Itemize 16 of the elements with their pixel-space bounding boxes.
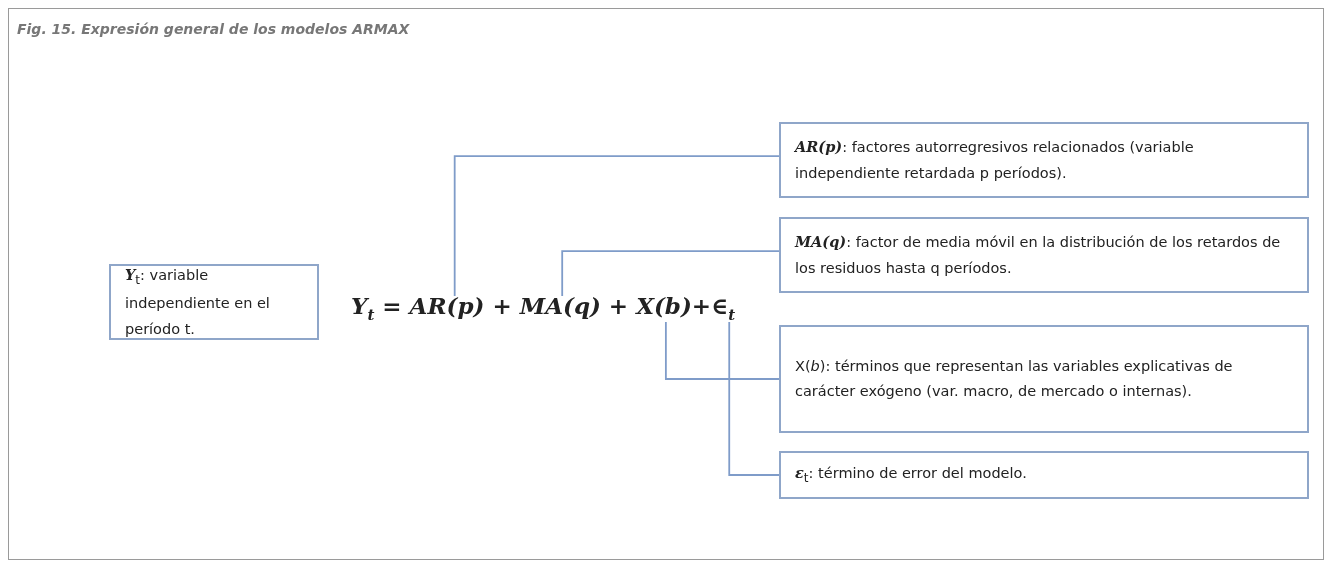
description-text: Y$_{t}$: variable independiente en el período t.	[125, 265, 271, 339]
description-text: AR(p): factores autorregresivos relacionados (variable independiente retardada p períodos).	[795, 137, 1195, 183]
description-text: X(b): términos que representan las variables explicativas de carácter exógeno (var. macro, de mercado o internas).	[795, 356, 1234, 401]
description-box	[109, 264, 319, 340]
leader-line	[453, 155, 780, 297]
description-text: MA(q): factor de media móvil en la distribución de los retardos de los residuos hasta q períodos.	[795, 232, 1282, 278]
figure-title: Fig. 15. Expresión general de los modelos ARMAX	[17, 21, 410, 37]
description-box	[779, 217, 1309, 293]
description-box	[779, 122, 1309, 198]
description-box	[779, 325, 1309, 433]
description-text: ε$_{t}$: término de error del modelo.	[795, 463, 1027, 488]
equation: Y$_{t}$ = AR(p) + MA(q) + X(b)+∈$_{t}$	[351, 292, 736, 324]
description-box	[779, 451, 1309, 499]
leader-line	[665, 321, 780, 380]
leader-line	[728, 321, 780, 476]
leader-line	[561, 250, 780, 297]
